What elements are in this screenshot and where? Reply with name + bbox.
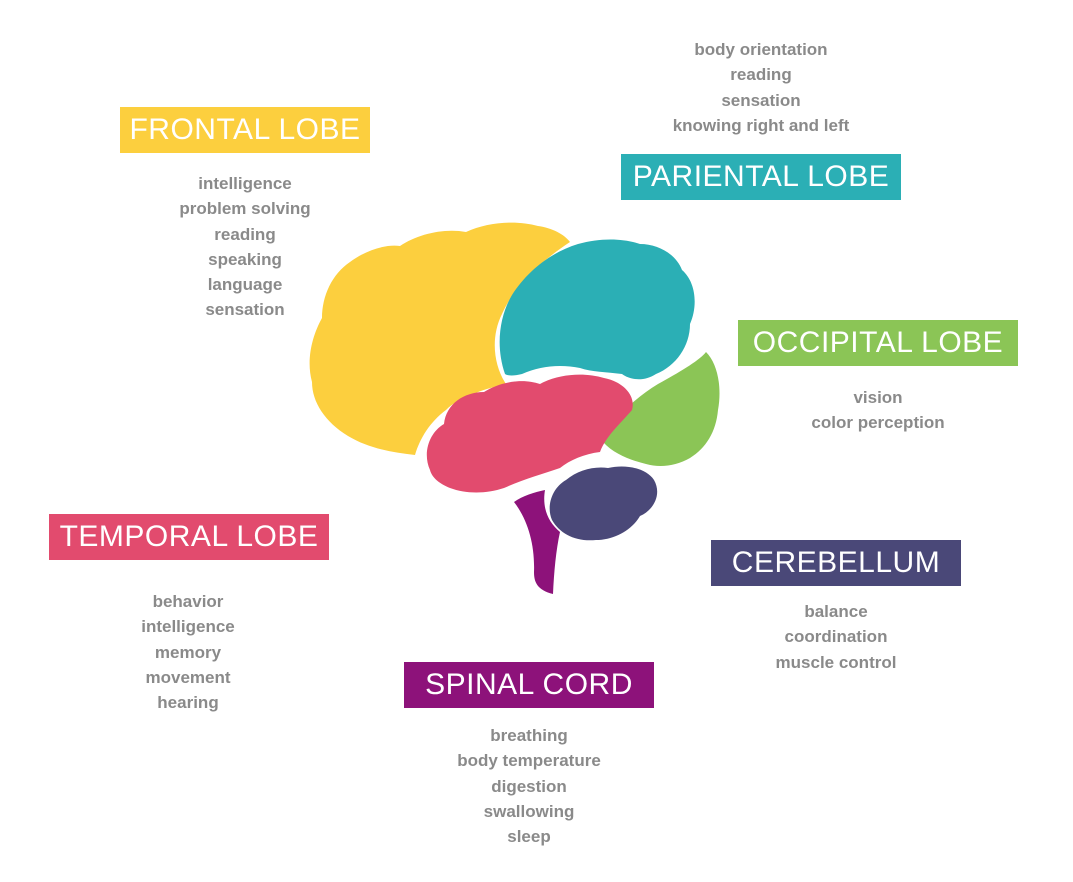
function-item: behavior — [152, 592, 224, 611]
spinal-cord-label: SPINAL CORD — [404, 662, 654, 708]
frontal-lobe-functions: intelligence problem solving reading spe… — [145, 171, 345, 323]
temporal-lobe-shape — [426, 374, 633, 493]
spinal-cord-shape — [514, 490, 560, 594]
cerebellum-functions: balance coordination muscle control — [736, 599, 936, 675]
function-item: body temperature — [457, 751, 601, 771]
function-item: vision — [853, 388, 903, 407]
function-item: digestion — [491, 776, 567, 796]
frontal-lobe-label: FRONTAL LOBE — [120, 107, 370, 153]
occipital-lobe-functions: vision color perception — [778, 385, 978, 436]
function-item: sensation — [205, 300, 285, 320]
function-item: knowing right and left — [672, 115, 850, 135]
frontal-lobe-shape — [309, 222, 570, 455]
occipital-lobe-label: OCCIPITAL LOBE — [738, 320, 1018, 366]
function-item: intelligence — [198, 174, 292, 193]
function-item: swallowing — [483, 801, 575, 821]
function-item: movement — [145, 667, 231, 687]
function-item: coordination — [784, 627, 888, 647]
function-item: body orientation — [694, 40, 828, 59]
function-item: reading — [730, 65, 792, 85]
temporal-lobe-label: TEMPORAL LOBE — [49, 514, 329, 560]
temporal-lobe-functions: behavior intelligence memory movement he… — [88, 589, 288, 715]
cerebellum-shape — [549, 466, 658, 541]
cerebellum-label: CEREBELLUM — [711, 540, 961, 586]
function-item: color perception — [811, 413, 945, 433]
function-item: sensation — [721, 90, 801, 110]
function-item: muscle control — [775, 652, 897, 672]
function-item: intelligence — [141, 617, 235, 637]
function-item: memory — [154, 642, 222, 662]
function-item: hearing — [157, 693, 219, 713]
function-item: sleep — [507, 827, 551, 847]
parietal-lobe-shape — [499, 239, 695, 380]
function-item: balance — [804, 602, 868, 621]
function-item: problem solving — [179, 199, 311, 219]
spinal-cord-functions: breathing body temperature digestion swa… — [429, 723, 629, 849]
function-item: speaking — [208, 249, 282, 269]
occipital-lobe-shape — [603, 352, 720, 466]
function-item: reading — [214, 224, 276, 244]
parietal-lobe-functions: body orientation reading sensation knowi… — [641, 37, 881, 138]
function-item: language — [207, 275, 283, 295]
parietal-lobe-label: PARIENTAL LOBE — [621, 154, 901, 200]
function-item: breathing — [490, 726, 568, 745]
